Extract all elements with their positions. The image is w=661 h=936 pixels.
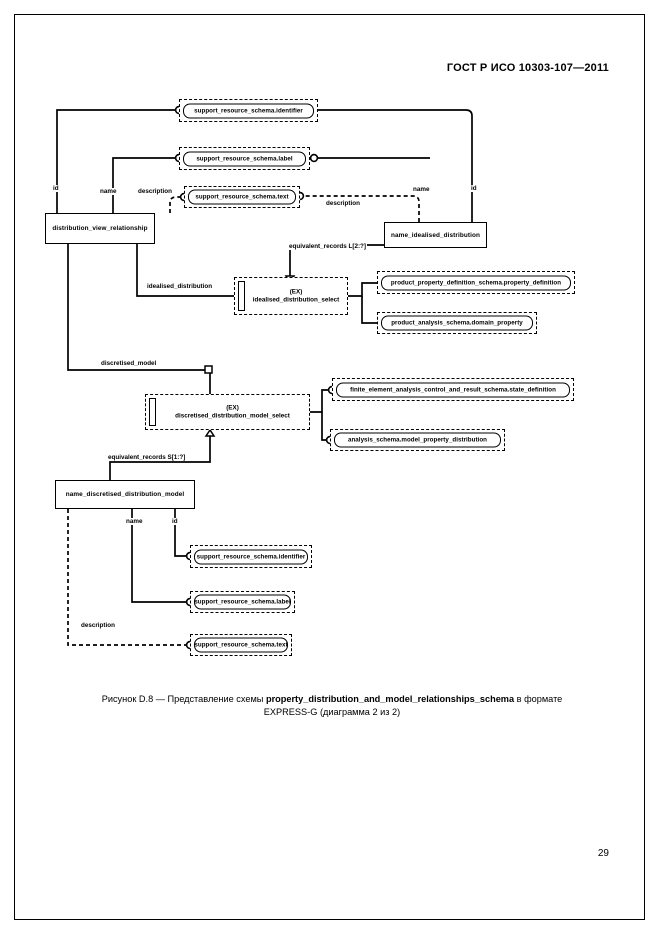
select-tag: (EX) [226,404,239,412]
diagram-connectors [56,105,473,650]
ref-pill: support_resource_schema.label [194,594,291,610]
edge-label-id-left-top: id [52,185,60,192]
edge-label-description-mid-top: description [325,200,361,207]
entity-distribution-view-relationship[interactable]: distribution_view_relationship [45,213,155,244]
select-discretised-distribution-model-select[interactable]: (EX) discretised_distribution_model_sele… [145,394,310,430]
ref-pill: finite_element_analysis_control_and_resu… [336,382,570,397]
caption-prefix: Рисунок D.8 — Представление схемы [101,694,266,704]
express-g-diagram: distribution_view_relationship name_idea… [45,99,575,656]
edge-label-discretised-model: discretised_model [100,360,158,367]
figure-caption: Рисунок D.8 — Представление схемы proper… [52,693,612,719]
ref-pill: support_resource_schema.text [194,637,288,653]
caption-mid: в формате [514,694,563,704]
edge-label-description-left-top: description [137,188,173,195]
ref-pill: analysis_schema.model_property_distribut… [334,432,501,448]
select-label: idealised_distribution_select [252,296,340,303]
entity-name-discretised-distribution-model[interactable]: name_discretised_distribution_model [55,480,195,509]
edge-label-name-bottom: name [125,518,144,525]
ref-support-resource-schema-identifier-top[interactable]: support_resource_schema.identifier [179,99,318,122]
ref-pill: support_resource_schema.identifier [183,103,314,118]
edge-label-id-bottom: id [171,518,179,525]
edge-label-equivalent-records-idealised: equivalent_records L[2:?] [288,243,367,250]
ref-pill: support_resource_schema.text [188,189,296,205]
ref-pill: product_property_definition_schema.prope… [381,275,571,290]
select-tag: (EX) [289,288,303,296]
ref-support-resource-schema-text-top[interactable]: support_resource_schema.text [184,186,300,208]
page-number: 29 [597,848,609,859]
edge-label-description-bottom: description [80,622,116,629]
ref-pill: support_resource_schema.label [183,151,306,166]
ref-pill: support_resource_schema.identifier [194,549,308,564]
ref-product-analysis-schema-domain-property[interactable]: product_analysis_schema.domain_property [377,312,537,334]
select-bar [238,281,245,311]
edge-label-id-right-top: id [470,185,478,192]
entity-name-idealised-distribution[interactable]: name_idealised_distribution [384,222,487,248]
ref-analysis-schema-model-property-distribution[interactable]: analysis_schema.model_property_distribut… [330,429,505,451]
caption-schema-name: property_distribution_and_model_relation… [265,694,515,704]
ref-pill: product_analysis_schema.domain_property [381,315,533,331]
caption-line2: EXPRESS-G (диаграмма 2 из 2) [263,707,401,717]
select-bar [149,398,156,426]
edge-label-name-left-top: name [99,188,118,195]
edge-label-name-right-top: name [412,186,431,193]
select-label: discretised_distribution_model_select [175,412,290,419]
edge-label-idealised-distribution: idealised_distribution [146,283,214,290]
page-border [14,14,645,920]
ref-support-resource-schema-text-bottom[interactable]: support_resource_schema.text [190,634,292,656]
ref-support-resource-schema-label-top[interactable]: support_resource_schema.label [179,147,310,170]
ref-support-resource-schema-identifier-bottom[interactable]: support_resource_schema.identifier [190,545,312,568]
document-header: ГОСТ Р ИСО 10303-107—2011 [446,62,609,74]
ref-product-property-definition-schema-property-definition[interactable]: product_property_definition_schema.prope… [377,271,575,294]
edge-label-equivalent-records-discretised: equivalent_records S[1:?] [107,454,187,461]
ref-finite-element-analysis-control-and-result-schema-state-definition[interactable]: finite_element_analysis_control_and_resu… [332,378,574,401]
ref-support-resource-schema-label-bottom[interactable]: support_resource_schema.label [190,591,295,613]
select-idealised-distribution-select[interactable]: (EX) idealised_distribution_select [234,277,348,315]
